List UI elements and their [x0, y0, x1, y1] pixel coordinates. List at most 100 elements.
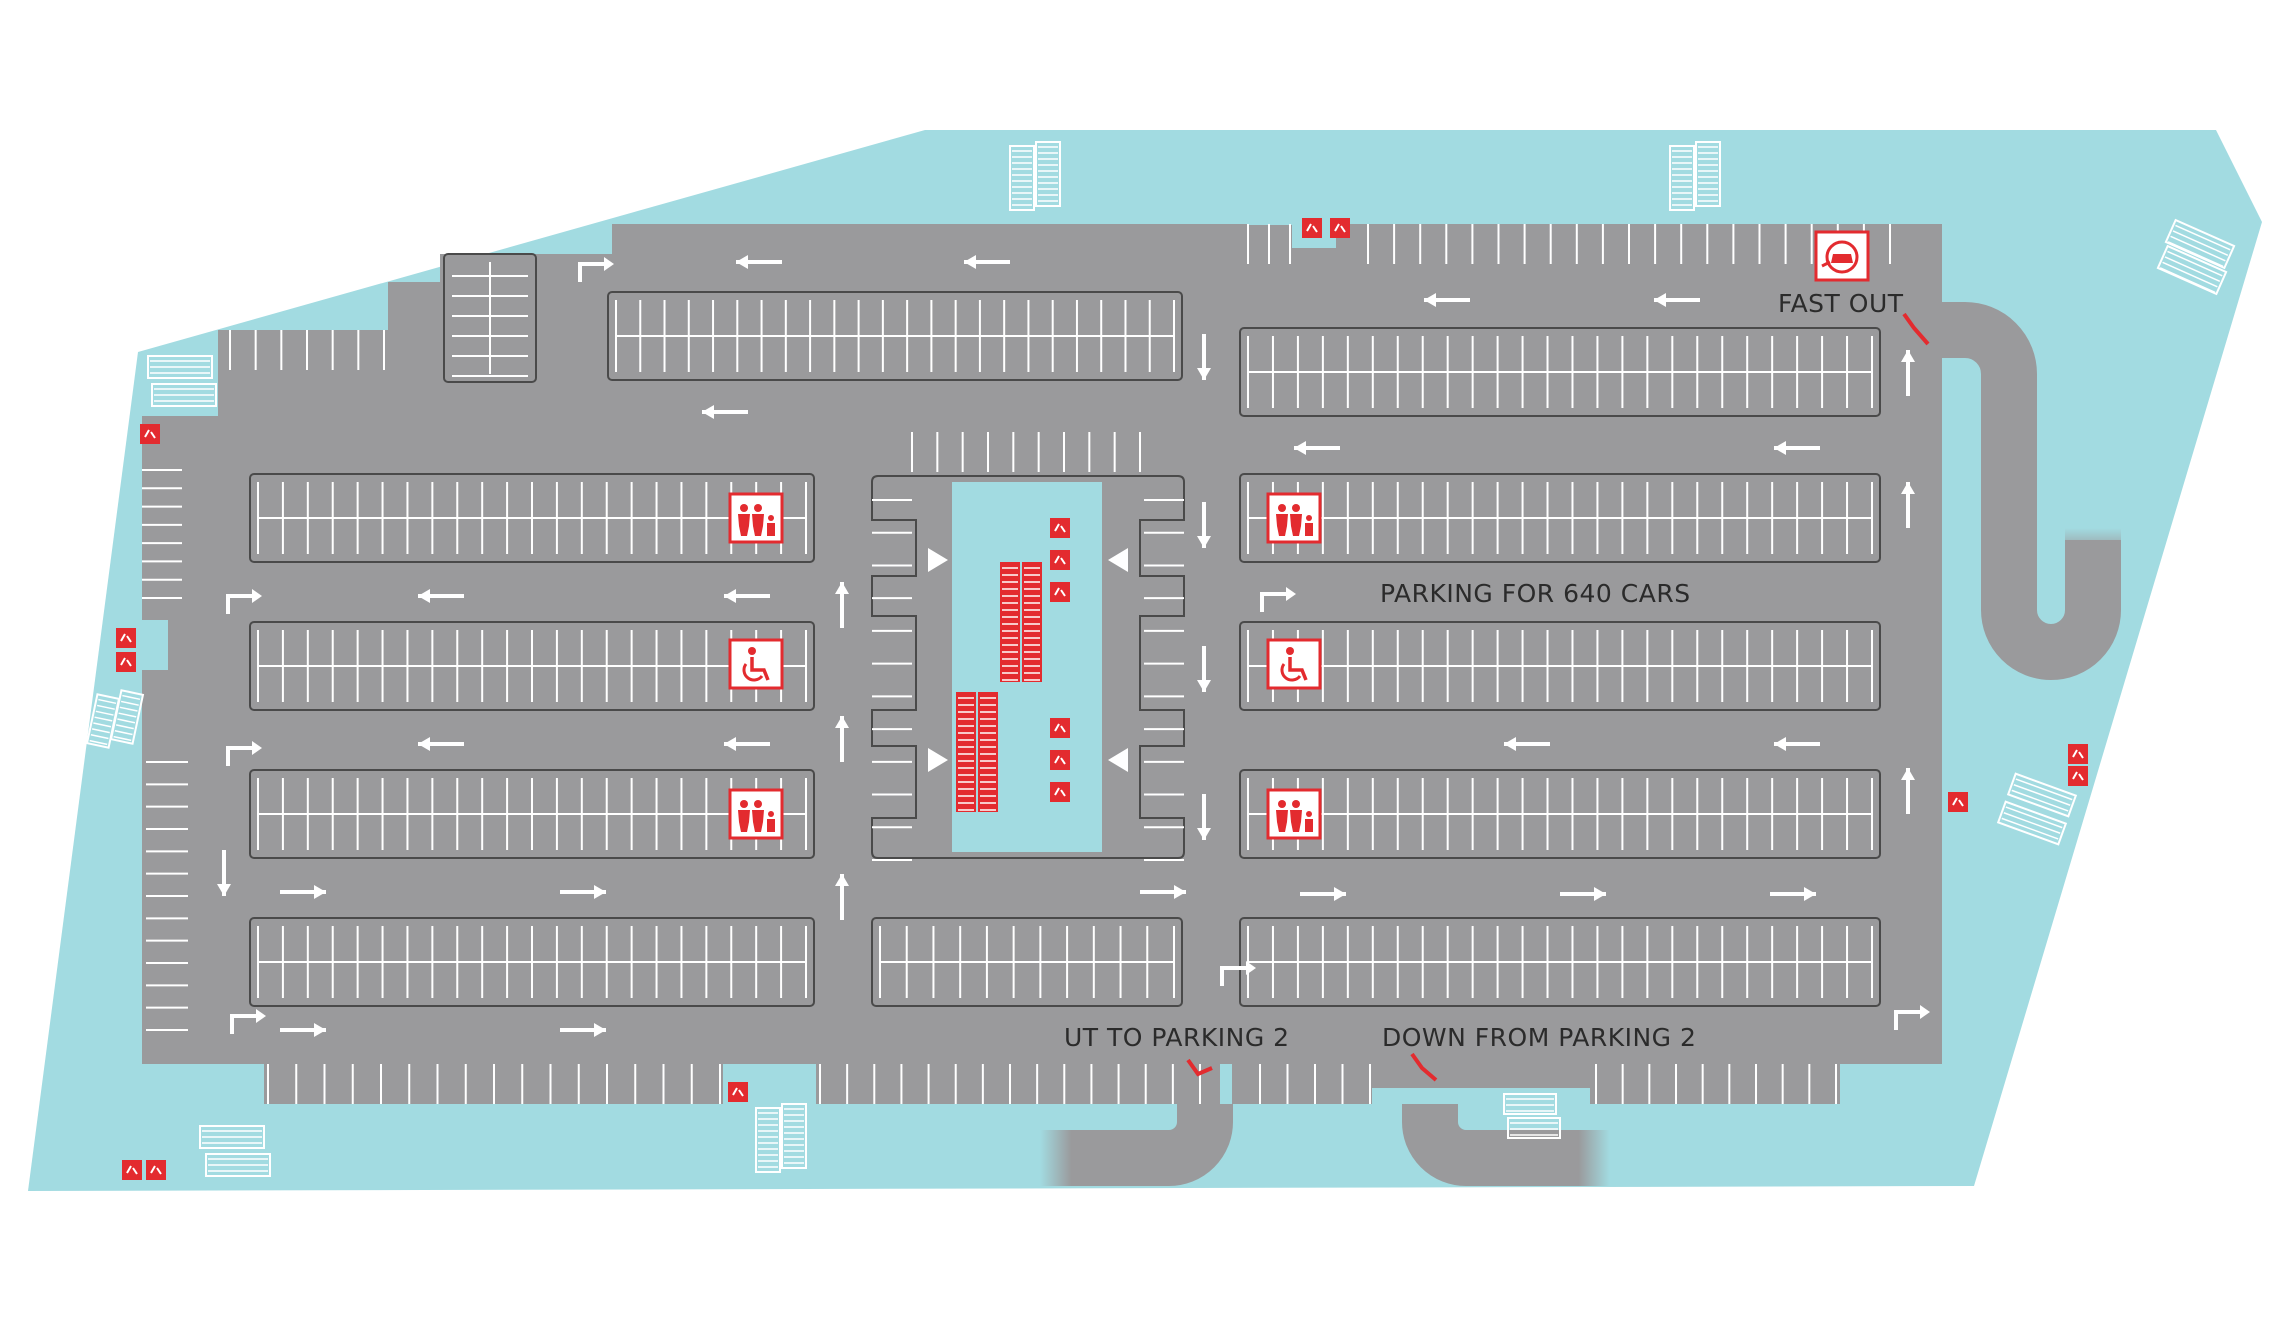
badge-bg — [1050, 582, 1070, 602]
crossing-outline — [2164, 218, 2236, 270]
badge-bg — [1330, 218, 1350, 238]
stairs-badge-icon — [1050, 518, 1070, 538]
crossing-stripe — [2001, 817, 2059, 840]
badge-glyph — [144, 429, 156, 439]
crossing-outline — [199, 1125, 265, 1149]
badge-bg — [2068, 766, 2088, 786]
direction-arrow-icon — [560, 885, 606, 899]
arrow-head — [1594, 887, 1606, 901]
direction-arrow-icon — [1300, 887, 1346, 901]
pedestrian-crossing — [109, 689, 145, 745]
crossing-stripe — [2170, 235, 2226, 262]
down-from-parking-2-label: DOWN FROM PARKING 2 — [1382, 1023, 1696, 1052]
badge-glyph — [732, 1087, 744, 1097]
bay-block-top-left — [607, 291, 1183, 381]
family-icon — [1266, 492, 1322, 544]
pedestrian-crossing — [2156, 244, 2228, 296]
person-head — [754, 504, 762, 512]
badge-glyph — [2072, 771, 2084, 781]
perimeter-bays-island-top — [911, 432, 1141, 472]
bay-block-outline — [249, 769, 815, 859]
stairs-badge-icon — [122, 1160, 142, 1180]
arrow-head — [1901, 350, 1915, 362]
person-body — [1290, 514, 1302, 536]
badge-bg — [140, 424, 160, 444]
direction-arrow-icon — [702, 405, 748, 419]
crossing-outline — [151, 383, 217, 407]
direction-arrow-icon — [1770, 887, 1816, 901]
crossing-stripe — [2167, 241, 2224, 267]
wheelchair-head — [1286, 647, 1294, 655]
direction-arrow-icon — [736, 255, 782, 269]
child-body — [767, 819, 775, 832]
ramp-marker — [1410, 1052, 1438, 1082]
child-body — [1305, 819, 1313, 832]
direction-arrow-icon — [1197, 646, 1211, 692]
child-head — [768, 811, 774, 817]
arrow-shaft — [1220, 966, 1248, 986]
crossing-stripe — [2011, 789, 2069, 812]
person-body — [1290, 810, 1302, 832]
arrow-head — [314, 885, 326, 899]
perimeter-bays-left-b — [146, 761, 188, 1031]
ev-plug — [1821, 260, 1831, 268]
direction-arrow-icon — [1901, 768, 1915, 814]
arrow-head — [217, 884, 231, 896]
stairs-badge-icon — [116, 652, 136, 672]
person-body — [1276, 514, 1288, 536]
arrow-head — [252, 589, 262, 603]
bay-block-row4-left — [249, 917, 815, 1007]
turn-arrow-icon — [578, 257, 614, 282]
escalator-body — [1000, 562, 1020, 682]
crossing-stripe — [91, 728, 110, 734]
turn-arrow-icon — [230, 1009, 266, 1034]
arrow-head — [418, 737, 430, 751]
arrow-head — [1774, 441, 1786, 455]
child-head — [768, 515, 774, 521]
crossing-outline — [755, 1107, 781, 1173]
direction-arrow-icon — [217, 850, 231, 896]
family-icon — [728, 492, 784, 544]
bay-block-outline — [1239, 621, 1881, 711]
arrow-shaft — [578, 262, 606, 282]
direction-arrow-icon — [560, 1023, 606, 1037]
badge-bg — [1050, 718, 1070, 738]
arrow-head — [1901, 482, 1915, 494]
direction-arrow-icon — [1197, 334, 1211, 380]
up-to-parking-2-label: UT TO PARKING 2 — [1064, 1023, 1290, 1052]
stairs-badge-icon — [2068, 744, 2088, 764]
pedestrian-crossing-triangle — [1108, 748, 1128, 772]
arrow-head — [1504, 737, 1516, 751]
badge-glyph — [1952, 797, 1964, 807]
crossing-outline — [205, 1153, 271, 1177]
arrow-head — [1197, 368, 1211, 380]
pedestrian-crossing — [1035, 141, 1061, 207]
bay-block-outline — [249, 917, 815, 1007]
arrow-head — [724, 589, 736, 603]
crossing-outline — [1996, 800, 2068, 846]
stairs-badge-icon — [1948, 792, 1968, 812]
badge-bg — [728, 1082, 748, 1102]
badge-glyph — [1054, 723, 1066, 733]
arrow-head — [1197, 828, 1211, 840]
arrow-head — [1901, 768, 1915, 780]
ev-charging-car-icon — [1814, 230, 1870, 282]
badge-glyph — [1334, 223, 1346, 233]
crossing-stripe — [2172, 230, 2229, 256]
pedestrian-crossing — [781, 1103, 807, 1169]
child-body — [1305, 523, 1313, 536]
crossing-outline — [781, 1103, 807, 1169]
ramp-fast-out — [1942, 302, 2121, 680]
perimeter-bays-bottom-left — [267, 1064, 721, 1104]
arrow-head — [314, 1023, 326, 1037]
bays-upper-left-box — [443, 253, 537, 383]
ev-car — [1831, 254, 1853, 263]
arrow-shaft — [1260, 592, 1288, 612]
bay-block-top-right — [1239, 327, 1881, 417]
arrow-head — [418, 589, 430, 603]
badge-glyph — [126, 1165, 138, 1175]
badge-bg — [1050, 550, 1070, 570]
person-body — [738, 514, 750, 536]
ev-ring — [1825, 240, 1859, 274]
arrow-head — [594, 885, 606, 899]
